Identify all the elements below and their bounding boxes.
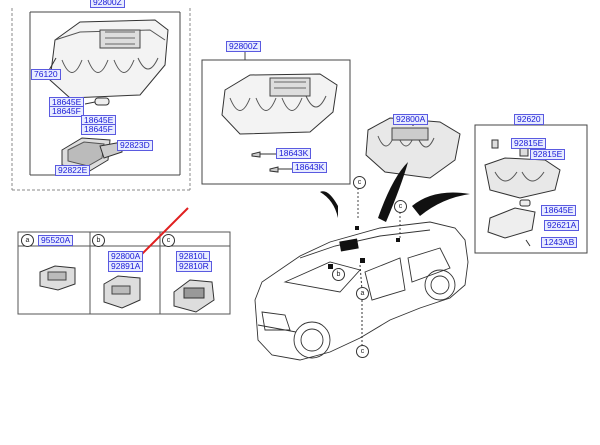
module-92800a-drawing xyxy=(365,117,461,179)
lamp-mark xyxy=(396,238,400,242)
marker-b: b xyxy=(92,234,105,247)
marker-a: a xyxy=(21,234,34,247)
part-label[interactable]: 76120 xyxy=(31,69,61,80)
lens-drawing xyxy=(61,137,123,173)
marker-c: c xyxy=(162,234,175,247)
part-label[interactable]: 92815E xyxy=(530,149,566,160)
part-label[interactable]: 18643K xyxy=(276,148,312,159)
part-label[interactable]: 92822E xyxy=(55,165,91,176)
marker-a: a xyxy=(356,287,369,300)
marker-c: c xyxy=(394,200,407,213)
lamp-mark xyxy=(360,258,365,263)
marker-c: c xyxy=(353,176,366,189)
switch-a-drawing xyxy=(39,265,76,291)
part-label[interactable]: 92800Z xyxy=(90,0,125,8)
lamp-mark xyxy=(328,264,333,269)
overhead-console-drawing xyxy=(49,19,169,99)
switch-c-drawing xyxy=(173,279,215,313)
lamp-mark xyxy=(355,226,359,230)
part-label[interactable]: 18645F xyxy=(49,106,84,117)
marker-b: b xyxy=(332,268,345,281)
suv-drawing xyxy=(254,221,469,361)
part-label[interactable]: 95520A xyxy=(38,235,74,246)
part-label[interactable]: 92815E xyxy=(511,138,547,149)
leader-mark xyxy=(412,192,470,216)
part-label[interactable]: 92810R xyxy=(176,261,212,272)
switch-b-drawing xyxy=(103,275,141,309)
part-label[interactable]: 18645F xyxy=(81,124,116,135)
part-label[interactable]: 92800Z xyxy=(226,41,261,52)
part-label[interactable]: 92620 xyxy=(514,114,544,125)
right-group-frame xyxy=(474,124,588,254)
leader-mark xyxy=(378,162,408,222)
leader-mark xyxy=(320,191,338,218)
part-label[interactable]: 92891A xyxy=(108,261,144,272)
legend-table xyxy=(17,231,231,315)
part-label[interactable]: 1243AB xyxy=(541,237,578,248)
part-label[interactable]: 18643K xyxy=(292,162,328,173)
part-label[interactable]: 92823D xyxy=(117,140,153,151)
map-lamp-drawing xyxy=(484,139,561,247)
roof-lamp-mark xyxy=(339,238,359,252)
center-console-drawing xyxy=(221,73,338,135)
part-label[interactable]: 18645E xyxy=(541,205,577,216)
part-label[interactable]: 92621A xyxy=(544,220,580,231)
part-label[interactable]: 92800A xyxy=(393,114,429,125)
marker-c: c xyxy=(356,345,369,358)
